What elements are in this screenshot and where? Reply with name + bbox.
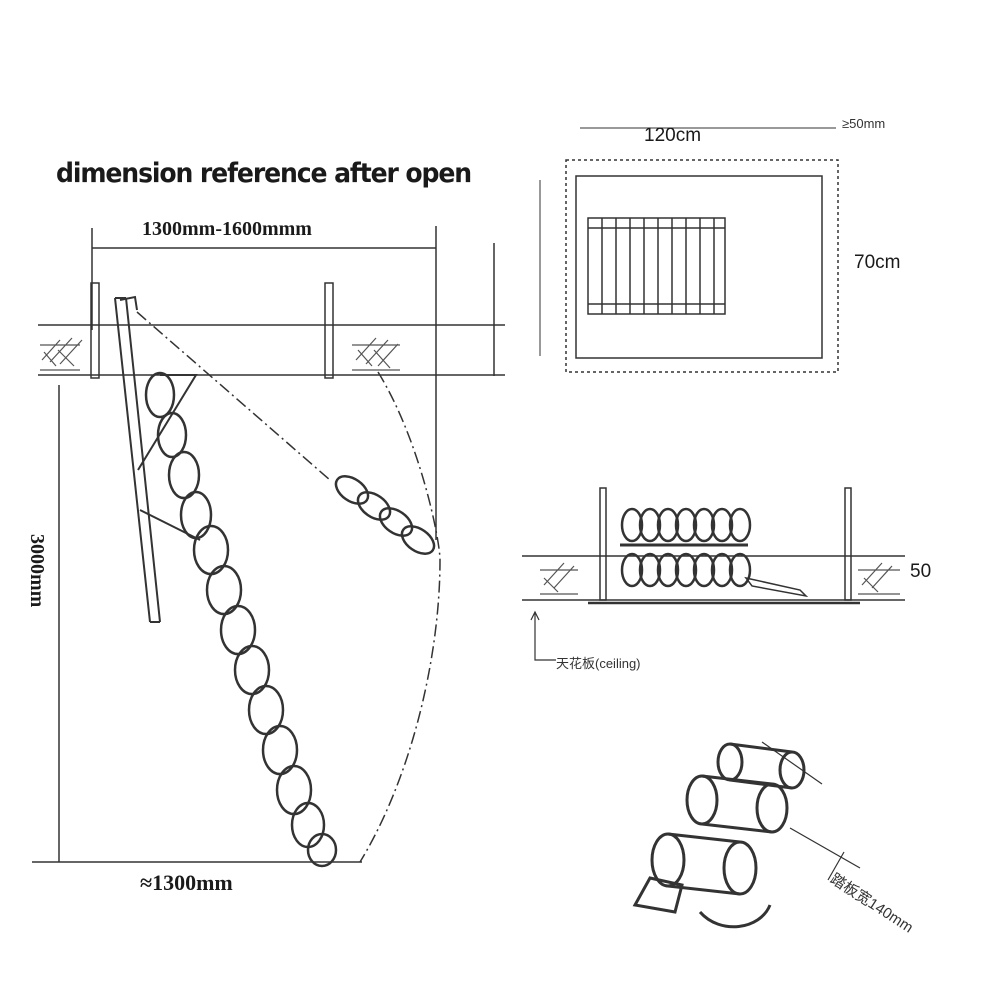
hinge-arm — [114, 297, 161, 623]
ceiling-hatch-left — [40, 337, 83, 371]
ceiling-pointer — [534, 612, 556, 661]
folded-ladder-segment — [334, 475, 436, 555]
thickness-label: 50 — [910, 561, 932, 582]
ceiling-label: 天花板(ceiling) — [556, 656, 641, 671]
box-height-label: 70cm — [854, 252, 901, 273]
folded-treads-plan — [587, 217, 726, 315]
box-width-label: 120cm — [644, 125, 702, 146]
right-post — [324, 282, 334, 379]
gap-label: ≥50mm — [842, 116, 886, 131]
section-hatch-left — [540, 562, 578, 595]
floor-width-label: ≈1300mm — [140, 870, 233, 895]
diagram-title: dimension reference after open — [56, 158, 472, 189]
frame-outline — [575, 175, 823, 359]
span-width-label: 1300mm-1600mmm — [142, 218, 312, 240]
left-post — [90, 282, 100, 379]
opening-dashed-outline — [565, 159, 839, 373]
section-hatch-right — [858, 562, 900, 595]
tread-detail — [632, 742, 806, 929]
height-label: 3000mm — [26, 534, 48, 608]
deployed-ladder — [144, 371, 338, 868]
ceiling-hatch-right — [352, 337, 400, 371]
section-folded-ladder — [620, 507, 752, 588]
swing-arc — [136, 311, 331, 481]
